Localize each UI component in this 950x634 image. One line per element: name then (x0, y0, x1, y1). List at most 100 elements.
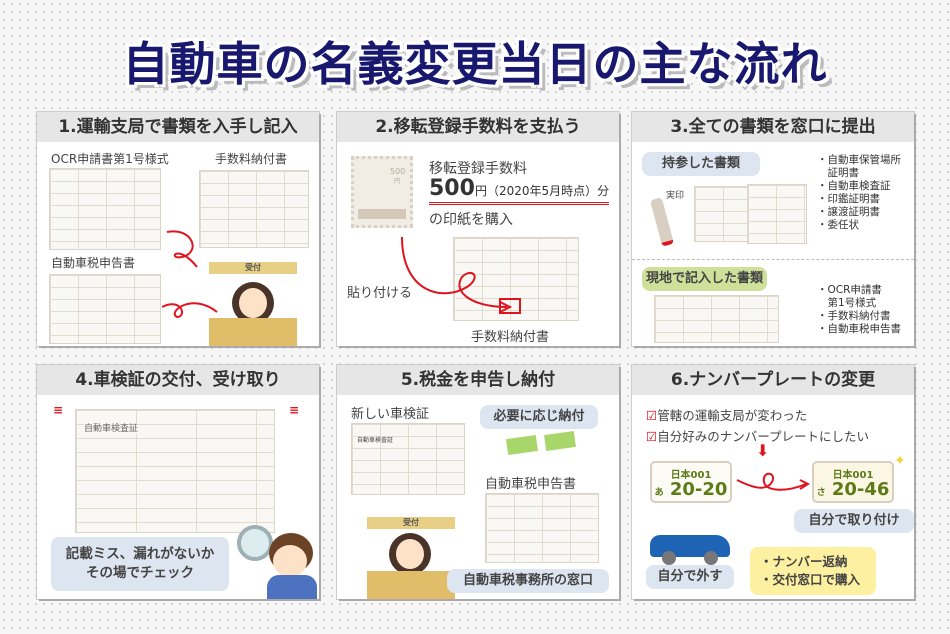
down-arrow-icon: ⬇ (756, 441, 770, 460)
money-icon (544, 430, 576, 452)
reception-desk (367, 571, 455, 599)
doc-image (654, 295, 779, 343)
sparkle-icon: ✦ (894, 453, 906, 469)
doc-label: 自動車税申告書 (51, 256, 136, 270)
check-note: 記載ミス、漏れがないか その場でチェック (51, 537, 229, 591)
step-2-panel: 2.移転登録手数料を支払う 500 円 移転登録手数料 500円（2020年5月… (337, 112, 619, 346)
reception-sign: 受付 (209, 262, 297, 274)
step-heading: 3.全ての書類を窓口に提出 (632, 112, 914, 142)
tax-form-image (485, 493, 599, 563)
plate-number: 20-20 (669, 479, 728, 500)
red-swirl-arrow (401, 236, 513, 313)
boy-body (267, 575, 317, 599)
red-swirl-arrow (162, 230, 218, 319)
list-item: ・委任状 (817, 219, 859, 231)
list-item: ・印鑑証明書 (817, 193, 880, 205)
note-line: その場でチェック (86, 565, 194, 581)
step-3-panel: 3.全ての書類を窓口に提出 持参した書類 実印 ・自動車保管場所 証明書 ・自動… (632, 112, 914, 346)
brought-docs-label: 持参した書類 (642, 152, 760, 176)
brought-docs-list: ・自動車保管場所 証明書 ・自動車検査証 ・印鑑証明書 ・譲渡証明書 ・委任状 (817, 154, 901, 232)
paste-label: 貼り付ける (347, 286, 413, 301)
fee-amount-suffix: 円（2020年5月時点）分 (474, 184, 610, 198)
step-heading: 5.税金を申告し納付 (337, 365, 619, 395)
list-item: ・自動車検査証 (817, 180, 891, 192)
checkbox-checked-icon: ☑ (646, 429, 658, 444)
plate-kana: あ (654, 488, 664, 498)
step-1-panel: 1.運輸支局で書類を入手し記入 OCR申請書第1号様式 手数料納付書 自動車税申… (37, 112, 319, 346)
stamp-value: 500 (390, 167, 406, 176)
return-purchase-note: ・ナンバー返納 ・交付窓口で購入 (750, 547, 876, 595)
list-item: 証明書 (817, 167, 859, 179)
note-line: ・交付窓口で購入 (760, 572, 861, 587)
plate-region: 日本001 (670, 470, 712, 481)
list-item: 第1号様式 (817, 297, 877, 309)
emphasis-icon: ≡ (53, 403, 64, 417)
stamp-unit: 円 (394, 178, 401, 185)
doc-label: 手数料納付書 (215, 152, 288, 166)
magnifier-icon (237, 525, 273, 561)
install-label: 自分で取り付け (794, 509, 914, 533)
seal-label: 実印 (666, 191, 685, 201)
step-6-panel: 6.ナンバープレートの変更 ☑管轄の運輸支局が変わった ☑自分好みのナンバープレ… (632, 365, 914, 599)
tax-office-label: 自動車税事務所の窓口 (447, 569, 609, 593)
page-title: 自動車の名義変更当日の主な流れ (122, 37, 828, 91)
note-line: 記載ミス、漏れがないか (65, 546, 215, 562)
clerk-face (239, 288, 267, 318)
list-item: ・OCR申請書 (817, 284, 882, 296)
money-icon (506, 434, 538, 456)
plate-number: 20-46 (831, 479, 890, 500)
check-text: 管轄の運輸支局が変わった (657, 408, 808, 423)
fee-label: 移転登録手数料 (429, 161, 527, 177)
plate-region: 日本001 (832, 470, 874, 481)
doc-title: 自動車検査証 (357, 437, 394, 444)
step-heading: 2.移転登録手数料を支払う (337, 112, 619, 142)
red-swirl-arrow (736, 472, 811, 491)
doc-label: 新しい車検証 (351, 407, 430, 422)
doc-label: OCR申請書第1号様式 (51, 152, 169, 166)
seal-icon (649, 197, 675, 247)
pay-if-needed-label: 必要に応じ納付 (480, 405, 598, 429)
reception-desk (209, 318, 297, 346)
remove-label: 自分で外す (646, 565, 734, 589)
plate-kana: さ (816, 488, 826, 498)
doc-image (747, 184, 807, 244)
reception-sign: 受付 (367, 517, 455, 529)
emphasis-icon: ≡ (289, 403, 300, 417)
divider (632, 259, 914, 260)
fee-purchase: の印紙を購入 (429, 212, 513, 228)
vehicle-inspection-cert-image: 自動車検査証 (75, 409, 275, 533)
ocr-form-image (49, 168, 161, 250)
doc-label: 自動車税申告書 (485, 477, 577, 492)
step-heading: 6.ナンバープレートの変更 (632, 365, 914, 395)
list-item: ・譲渡証明書 (817, 206, 880, 218)
filled-docs-label: 現地で記入した書類 (642, 267, 767, 291)
check-text: 自分好みのナンバープレートにしたい (657, 429, 869, 444)
note-line: ・ナンバー返納 (760, 554, 848, 569)
car-wheel (704, 551, 718, 565)
step-heading: 1.運輸支局で書類を入手し記入 (37, 112, 319, 142)
fee-amount-line: 500円（2020年5月時点）分 (429, 176, 610, 205)
list-item: ・手数料納付書 (817, 310, 891, 322)
old-license-plate: 日本001 あ 20-20 (650, 461, 732, 503)
revenue-stamp: 500 円 (351, 156, 413, 228)
step-5-panel: 5.税金を申告し納付 新しい車検証 自動車検査証 必要に応じ納付 自動車税申告書… (337, 365, 619, 599)
new-cert-image: 自動車検査証 (351, 423, 465, 495)
checklist-item: ☑自分好みのナンバープレートにしたい (646, 426, 869, 445)
tax-form-image (49, 274, 161, 344)
list-item: ・自動車保管場所 (817, 154, 901, 166)
new-license-plate: 日本001 さ 20-46 (812, 461, 894, 503)
checkbox-checked-icon: ☑ (646, 408, 658, 423)
fee-amount: 500 (429, 176, 475, 201)
doc-label: 手数料納付書 (471, 330, 550, 345)
boy-face (273, 545, 307, 577)
list-item: ・自動車税申告書 (817, 323, 901, 335)
clerk-face (396, 539, 424, 569)
step-heading: 4.車検証の交付、受け取り (37, 365, 319, 395)
doc-title: 自動車検査証 (84, 424, 139, 434)
fee-form-image (199, 170, 309, 248)
checklist-item: ☑管轄の運輸支局が変わった (646, 405, 807, 424)
filled-docs-list: ・OCR申請書 第1号様式 ・手数料納付書 ・自動車税申告書 (817, 284, 901, 336)
car-wheel (662, 551, 676, 565)
step-4-panel: 4.車検証の交付、受け取り 自動車検査証 ≡ ≡ 記載ミス、漏れがないか その場… (37, 365, 319, 599)
stamp-label-band (358, 209, 406, 219)
